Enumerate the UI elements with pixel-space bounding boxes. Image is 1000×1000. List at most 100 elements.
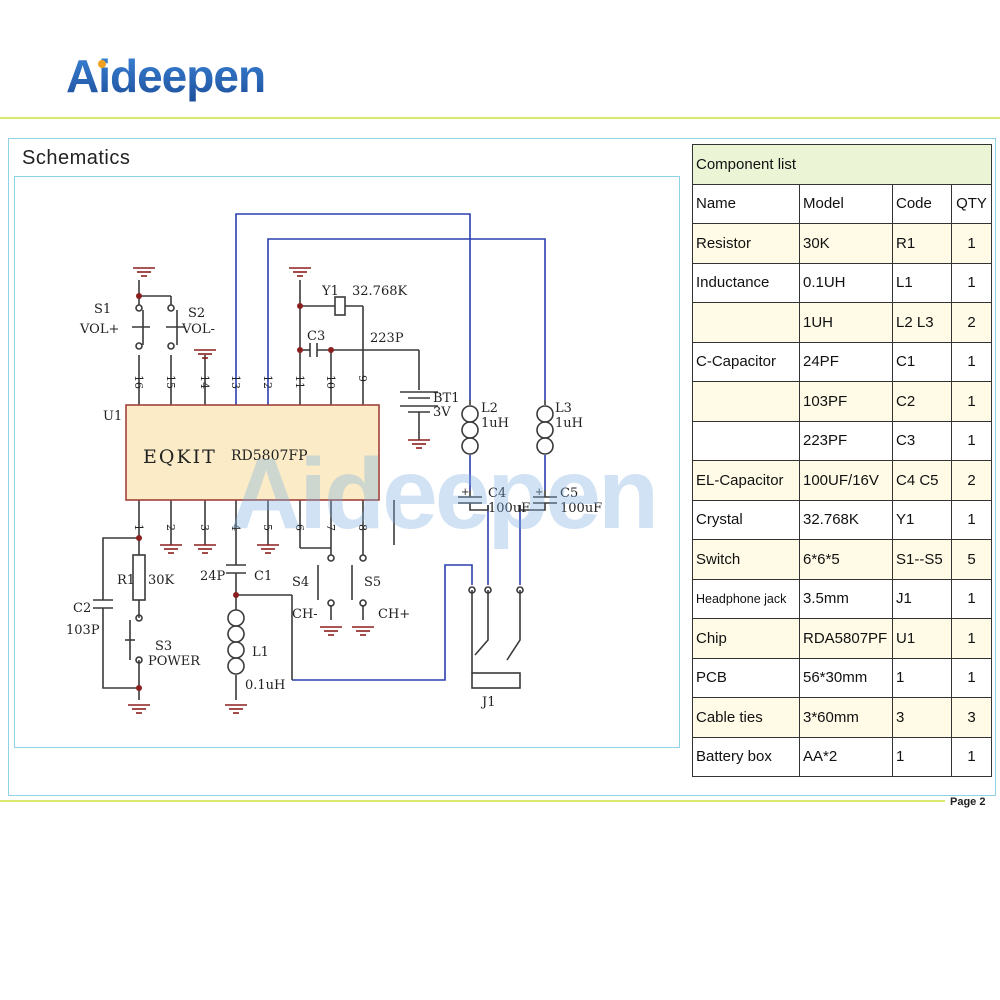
cell-qty: 1 (951, 499, 992, 540)
col-name: Name (692, 183, 800, 224)
header-rule (0, 117, 1000, 119)
cell-model: 3*60mm (799, 697, 893, 738)
cell-name: Inductance (692, 262, 800, 303)
label-y1: Y1 (321, 284, 339, 299)
cell-qty: 1 (951, 578, 992, 619)
plus-c5: + (535, 487, 543, 498)
aideepen-logo: Aideepen (66, 50, 266, 102)
component-list-title: Component list (692, 144, 992, 185)
cell-code: U1 (892, 618, 952, 659)
cell-name (692, 381, 800, 422)
cell-model: 223PF (799, 420, 893, 461)
logo-dot (98, 60, 106, 68)
ground-symbols (128, 267, 430, 714)
pin-label: 3 (198, 524, 211, 531)
component-list-table: Component list Name Model Code QTY Resis… (692, 144, 992, 777)
cell-name: Cable ties (692, 697, 800, 738)
pin-label: 15 (164, 375, 177, 389)
label-s4-fn: CH- (292, 607, 318, 622)
cell-code: L1 (892, 262, 952, 303)
col-code: Code (892, 183, 952, 224)
cell-name: Headphone jack (692, 578, 800, 619)
cell-model: 30K (799, 223, 893, 264)
cell-model: 103PF (799, 381, 893, 422)
pin-label: 4 (229, 524, 242, 531)
cell-model: 32.768K (799, 499, 893, 540)
chip-model: RD5807FP (231, 448, 308, 464)
cell-qty: 1 (951, 223, 992, 264)
cell-name: Battery box (692, 736, 800, 777)
cell-code: J1 (892, 578, 952, 619)
cell-code: C2 (892, 381, 952, 422)
label-l3: L3 (555, 401, 572, 416)
pin-label: 14 (198, 375, 211, 389)
label-bt1-val: 3V (433, 405, 451, 420)
cell-qty: 2 (951, 460, 992, 501)
label-c5: C5 (560, 486, 578, 501)
label-c4-val: 100uF (488, 501, 530, 516)
label-l1-val: 0.1uH (245, 678, 285, 693)
pin-label: 2 (164, 524, 177, 531)
cell-qty: 1 (951, 381, 992, 422)
plus-c4: + (461, 487, 469, 498)
pin-label: 5 (261, 524, 274, 531)
cell-code: C3 (892, 420, 952, 461)
schematic-diagram: EQKIT RD5807FP U1 16 15 14 13 12 11 10 9… (66, 213, 602, 714)
pin-label: 13 (229, 375, 242, 389)
label-l2-val: 1uH (481, 416, 509, 431)
cell-model: RDA5807PF (799, 618, 893, 659)
schematics-title: Schematics (22, 147, 131, 169)
label-l3-val: 1uH (555, 416, 583, 431)
label-y1-val: 32.768K (352, 284, 407, 299)
cell-qty: 1 (951, 341, 992, 382)
pin-label: 8 (356, 524, 369, 531)
junction-dots (136, 293, 334, 691)
cell-model: 3.5mm (799, 578, 893, 619)
label-r1: R1 (117, 573, 135, 588)
label-s5: S5 (364, 575, 381, 590)
watermark-text: Aideepen (230, 440, 656, 550)
label-c3-val: 223P (370, 331, 404, 346)
label-s2: S2 (188, 306, 205, 321)
cell-name: C-Capacitor (692, 341, 800, 382)
chip-u1 (125, 404, 380, 501)
cell-name: Chip (692, 618, 800, 659)
cell-qty: 1 (951, 618, 992, 659)
label-r1-val: 30K (148, 573, 175, 588)
cell-name: Crystal (692, 499, 800, 540)
cell-qty: 1 (951, 657, 992, 698)
label-c3: C3 (307, 329, 325, 344)
watermark: Aideepen (230, 440, 659, 550)
page-number: Page 2 (950, 796, 986, 808)
cell-code: C1 (892, 341, 952, 382)
cell-name: Switch (692, 539, 800, 580)
label-c4: C4 (488, 486, 506, 501)
logo-text: Aideepen (66, 50, 265, 102)
top-wires (235, 213, 546, 681)
label-c1: C1 (254, 569, 272, 584)
col-qty: QTY (951, 183, 992, 224)
label-s3: S3 (155, 639, 172, 654)
label-l1: L1 (252, 645, 269, 660)
label-j1: J1 (480, 695, 495, 710)
cell-code: 1 (892, 657, 952, 698)
coils (135, 304, 554, 675)
cell-qty: 2 (951, 302, 992, 343)
cell-code: L2 L3 (892, 302, 952, 343)
cell-model: 0.1UH (799, 262, 893, 303)
cell-name: PCB (692, 657, 800, 698)
label-l2: L2 (481, 401, 498, 416)
label-s1-fn: VOL+ (79, 322, 119, 337)
cell-code: S1--S5 (892, 539, 952, 580)
schematic-panel (14, 176, 680, 748)
pin-label: 10 (324, 375, 337, 389)
